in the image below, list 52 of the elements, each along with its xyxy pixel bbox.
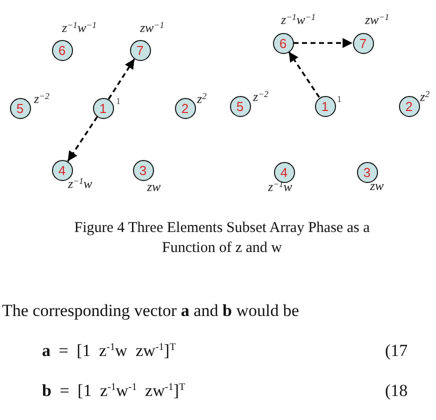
dashed-arrow — [67, 116, 98, 162]
phase-label: z$^{−1}$w — [68, 177, 92, 191]
element-circle — [52, 40, 72, 60]
element-circle — [274, 162, 294, 182]
figure-caption: Figure 4 Three Elements Subset Array Phase as a Function of z and w — [73, 219, 371, 258]
element-circle — [52, 160, 72, 180]
element-circle — [130, 40, 150, 60]
phase-label: z$^{−2}$ — [34, 92, 50, 106]
phase-label: zw$^{−1}$ — [365, 13, 390, 27]
phase-label: z$^{2}$ — [420, 90, 430, 104]
phase-label: z$^{−2}$ — [253, 90, 268, 104]
phase-label: zw$^{−1}$ — [140, 21, 164, 35]
equation-number: (17 — [385, 341, 408, 361]
dashed-arrow — [294, 38, 352, 48]
element-number: 3 — [363, 166, 371, 178]
element-number: 2 — [181, 102, 189, 114]
element-number: 1 — [99, 102, 107, 114]
element-circle — [272, 32, 294, 54]
element-number: 6 — [58, 44, 66, 56]
phase-label: zw — [147, 180, 161, 194]
element-circle — [10, 98, 30, 118]
element-circle — [314, 96, 336, 116]
body-text: The corresponding vector a and b would be — [2, 301, 299, 321]
element-circle — [230, 96, 250, 116]
element-circle — [132, 160, 154, 180]
phase-label: zw — [370, 179, 384, 193]
equation: b = [1 z$^{-1}$w$^{-1}$ zw$^{-1}$]$^{T}$ — [42, 381, 186, 401]
dashed-arrow — [108, 58, 136, 100]
element-number: 3 — [139, 164, 147, 176]
dashed-arrow — [288, 51, 320, 98]
element-number: 1 — [321, 100, 329, 112]
phase-label: 1 — [116, 96, 120, 106]
element-circle — [174, 98, 196, 118]
element-circle — [398, 96, 420, 116]
element-circle — [352, 32, 374, 54]
element-circle — [92, 98, 114, 118]
element-number: 5 — [16, 102, 24, 114]
phase-label: z$^{−1}$w — [268, 180, 292, 194]
equation-number: (18 — [385, 381, 408, 401]
element-number: 5 — [236, 100, 244, 112]
element-number: 7 — [359, 36, 367, 50]
element-circle — [356, 162, 378, 182]
phase-label: z$^{−1}$w$^{−1}$ — [281, 13, 316, 27]
element-number: 7 — [136, 44, 144, 56]
phase-label: 1 — [337, 94, 342, 104]
phase-label: z$^{2}$ — [197, 92, 206, 106]
element-number: 4 — [58, 164, 66, 176]
element-number: 6 — [279, 36, 287, 50]
equation: a = [1 z$^{-1}$w zw$^{-1}$]$^{T}$ — [42, 341, 176, 361]
element-number: 4 — [280, 166, 288, 178]
element-number: 2 — [405, 100, 413, 112]
phase-label: z$^{−1}$w$^{−1}$ — [62, 21, 96, 35]
